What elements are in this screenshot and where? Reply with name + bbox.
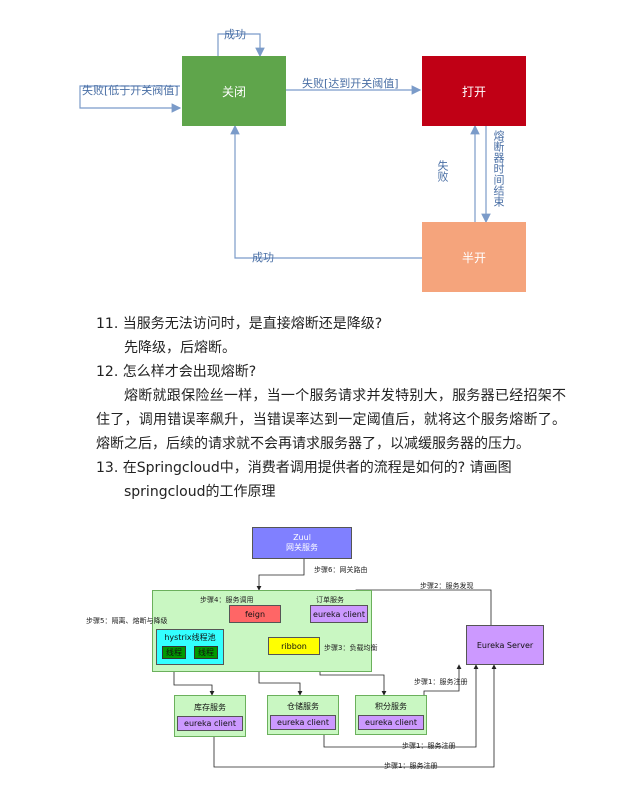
label-fail-reach-threshold: 失败[达到开关阈值]	[302, 77, 399, 90]
label-order-service: 订单服务	[316, 596, 344, 604]
label-step4: 步骤4：服务调用	[200, 596, 254, 604]
warehouse-label: 仓储服务	[287, 701, 319, 711]
label-step1-registration: 步骤1：服务注册	[414, 678, 468, 686]
question-13: 13. 在Springcloud中，消费者调用提供者的流程是如何的? 请画图	[96, 460, 512, 476]
eureka-server: Eureka Server	[466, 625, 544, 665]
inventory-eureka-client: eureka client	[177, 715, 243, 731]
label-step1-b: 步骤1：服务注册	[384, 762, 438, 770]
warehouse-eureka-client: eureka client	[270, 714, 336, 730]
inventory-label: 库存服务	[194, 702, 226, 712]
label-step5: 步骤5：隔离、熔断与降级	[86, 617, 168, 625]
label-step3: 步骤3：负载均衡	[324, 644, 378, 652]
question-11: 11. 当服务无法访问时，是直接熔断还是降级?	[96, 316, 383, 332]
label-timer-end: 熔断器时间结束	[492, 130, 505, 207]
thread-2: 线程	[194, 646, 218, 659]
label-step6: 步骤6：网关路由	[314, 566, 368, 574]
zuul-gateway: Zuul 网关服务	[252, 527, 352, 559]
springcloud-architecture-diagram: Zuul 网关服务 步骤6：网关路由 步骤2：服务发现 步骤4：服务调用 订单服…	[84, 515, 559, 785]
ribbon-box: ribbon	[268, 637, 320, 655]
hystrix-label: hystrix线程池	[164, 633, 216, 642]
zuul-title: Zuul	[293, 533, 311, 542]
inventory-service: 库存服务 eureka client	[174, 695, 246, 737]
question-12: 12. 怎么样才会出现熔断?	[96, 364, 257, 380]
label-fail-vertical: 失败	[436, 160, 449, 182]
zuul-subtitle: 网关服务	[286, 543, 318, 552]
label-step1-a: 步骤1：服务注册	[402, 742, 456, 750]
label-step2: 步骤2：服务发现	[420, 582, 474, 590]
label-fail-below-threshold: 失败[低于开关阀值]	[82, 84, 179, 97]
answer-11: 先降级，后熔断。	[124, 340, 236, 356]
order-eureka-client: eureka client	[310, 605, 368, 623]
state-half-open: 半开	[422, 222, 526, 292]
state-open: 打开	[422, 56, 526, 126]
thread-1: 线程	[162, 646, 186, 659]
label-success-bottom: 成功	[252, 251, 274, 264]
answer-12: 熔断就跟保险丝一样，当一个服务请求并发特别大，服务器已经招架不住了，调用错误率飙…	[96, 388, 566, 452]
label-success-top: 成功	[224, 28, 246, 41]
circuit-state-diagram: 关闭 打开 半开 成功 失败[低于开关阀值] 失败[达到开关阈值] 失败 熔断器…	[70, 18, 540, 308]
warehouse-service: 仓储服务 eureka client	[267, 695, 339, 735]
points-label: 积分服务	[375, 701, 407, 711]
answer-13: springcloud的工作原理	[124, 484, 276, 500]
feign-box: feign	[229, 605, 281, 623]
state-diagram-arrows	[79, 33, 491, 259]
points-service: 积分服务 eureka client	[355, 695, 427, 735]
state-closed: 关闭	[182, 56, 286, 126]
points-eureka-client: eureka client	[358, 714, 424, 730]
